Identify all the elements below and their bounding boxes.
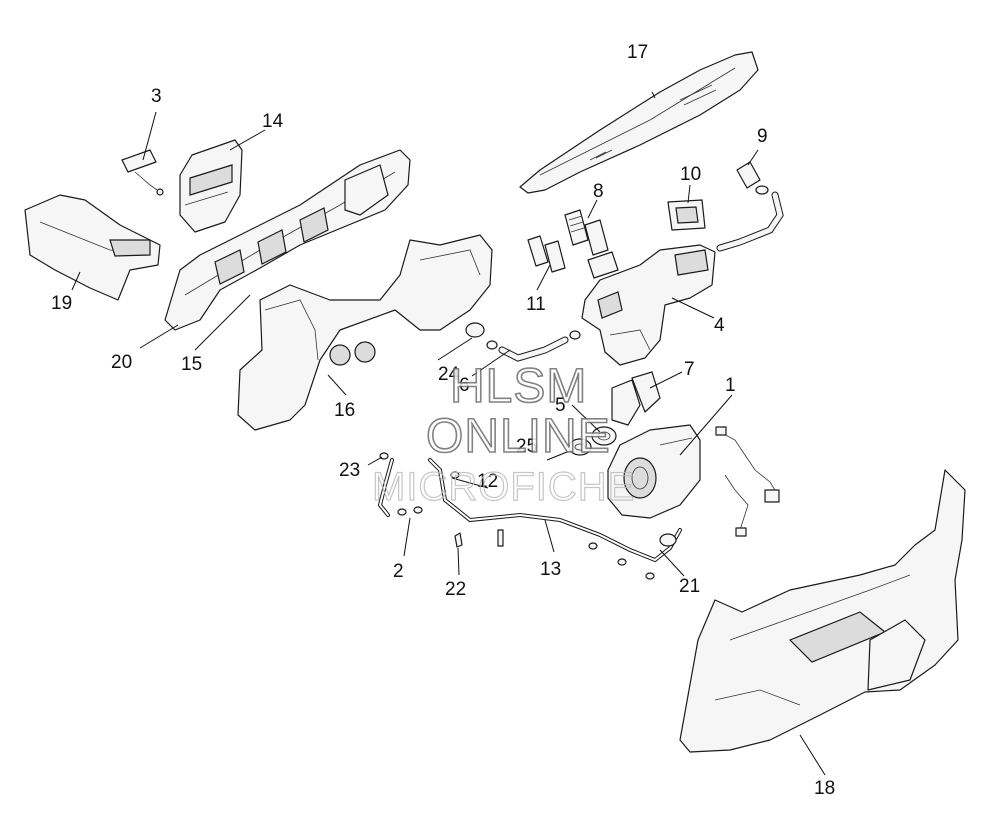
callout-2: 2	[393, 561, 404, 582]
callout-3: 3	[151, 86, 162, 107]
callout-19: 19	[51, 293, 72, 314]
callout-1: 1	[725, 375, 736, 396]
callout-4: 4	[714, 315, 725, 336]
callout-17: 17	[627, 42, 648, 63]
watermark: HLSM ONLINE MICROFICHE	[371, 359, 635, 509]
watermark-line2: ONLINE	[426, 410, 611, 463]
leader-lines	[71, 91, 826, 776]
floor-duct-part	[679, 469, 966, 753]
sensor-part	[121, 149, 164, 196]
blower-unit-part	[607, 424, 701, 519]
callout-8: 8	[593, 181, 604, 202]
callout-5: 5	[555, 395, 566, 416]
callout-14: 14	[262, 111, 284, 132]
vent-grilles	[527, 199, 706, 279]
wiring-harness	[715, 426, 780, 537]
grommets	[568, 426, 617, 456]
watermark-line1: HLSM	[450, 360, 587, 413]
defrost-vent-part	[179, 139, 243, 233]
callout-24: 24	[438, 364, 460, 385]
callout-13: 13	[540, 559, 561, 580]
callout-15: 15	[181, 354, 202, 375]
center-hose	[465, 322, 581, 362]
callout-21: 21	[679, 576, 700, 597]
callout-25: 25	[516, 436, 537, 457]
callout-18: 18	[814, 778, 835, 799]
callout-16: 16	[334, 400, 355, 421]
callout-6: 6	[459, 375, 470, 396]
callout-11: 11	[526, 294, 546, 315]
dash-duct-part	[164, 149, 411, 331]
callout-7: 7	[684, 359, 695, 380]
callout-22: 22	[445, 579, 466, 600]
callout-9: 9	[757, 126, 768, 147]
callout-12: 12	[477, 471, 498, 492]
duct-elbows	[611, 371, 661, 426]
watermark-line3: MICROFICHE	[372, 465, 635, 509]
coolant-pipe	[428, 458, 682, 563]
callout-20: 20	[111, 352, 132, 373]
connector-hose	[716, 161, 784, 252]
side-duct-part	[24, 194, 161, 301]
callout-labels: 1 2 3 4 5 6 7 8 9 10 11 12 13 14 15 16 1…	[51, 42, 835, 799]
center-duct-part	[237, 234, 493, 431]
callout-10: 10	[680, 164, 701, 185]
distribution-housing-part	[581, 244, 716, 366]
callout-23: 23	[339, 460, 360, 481]
windshield-duct-part	[519, 51, 759, 194]
